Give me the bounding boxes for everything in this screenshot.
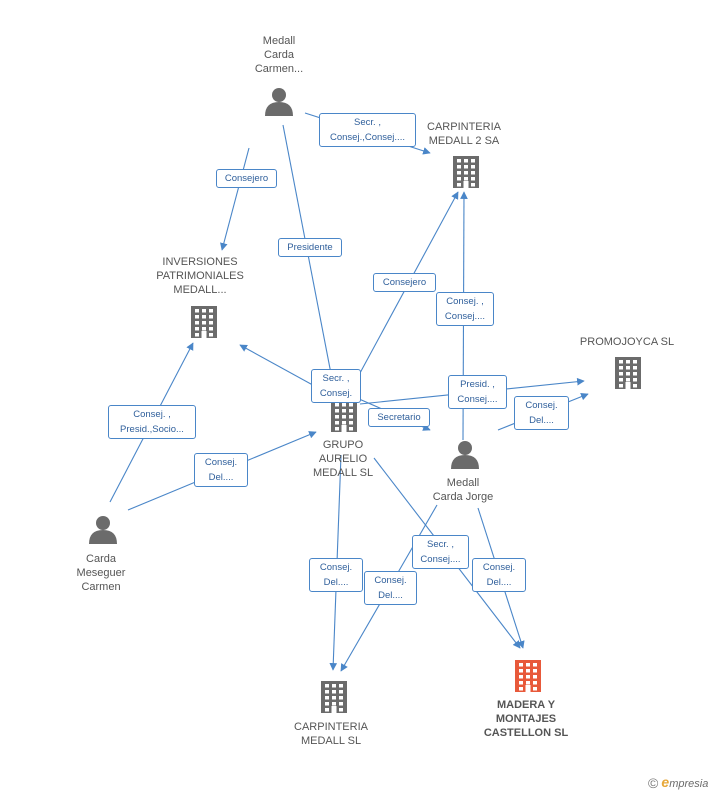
node-label-carpinteria-medall-2[interactable]: CARPINTERIA MEDALL 2 SA xyxy=(409,120,519,148)
node-label-line: MEDALL 2 SA xyxy=(428,135,500,147)
node-label-line: PATRIMONIALES xyxy=(156,270,244,282)
edge-label-line: Del.... xyxy=(378,590,403,601)
node-label-grupo-aurelio[interactable]: GRUPO AURELIO MEDALL SL xyxy=(298,438,388,480)
node-label-madera-montajes[interactable]: MADERA Y MONTAJES CASTELLON SL xyxy=(466,698,586,740)
edge-label-line: Consej. , xyxy=(133,409,171,420)
edge-label-e6[interactable]: Secr. , Consej. xyxy=(311,369,361,403)
edge-label-line: Consej.... xyxy=(420,554,461,565)
edge-label-line: Consej.... xyxy=(444,311,486,322)
node-label-inversiones[interactable]: INVERSIONES PATRIMONIALES MEDALL... xyxy=(145,255,255,297)
node-label-line: Medall xyxy=(262,35,296,47)
node-label-line: MEDALL... xyxy=(173,284,227,296)
building-icon-grupo-aurelio[interactable] xyxy=(331,400,357,432)
edge-label-e10[interactable]: Consej. , Presid.,Socio... xyxy=(108,405,196,439)
edge-label-line: Consej. xyxy=(319,562,353,573)
edge-label-line: Secr. , xyxy=(427,539,454,550)
node-label-line: CARPINTERIA xyxy=(427,121,501,133)
edge-label-line: Secr. , xyxy=(322,373,350,384)
edge-label-line: Consejero xyxy=(382,277,427,288)
edge-label-line: Secretario xyxy=(377,412,421,423)
building-icon-promojoyca[interactable] xyxy=(615,357,641,389)
node-label-line: Medall xyxy=(446,477,480,489)
brand-e: e xyxy=(661,774,670,790)
edge-label-line: Presid. , xyxy=(460,379,495,390)
node-label-line: MEDALL SL xyxy=(300,735,362,747)
edge-label-line: Consej. xyxy=(525,400,558,411)
edge-label-e8[interactable]: Secretario xyxy=(368,408,430,427)
edge-label-line: Consej. xyxy=(319,388,353,399)
empresia-logo[interactable]: © empresia xyxy=(648,774,708,791)
edge-label-e12[interactable]: Secr. , Consej.... xyxy=(412,535,469,569)
edge-label-e5[interactable]: Consej. , Consej.... xyxy=(436,292,494,326)
edge-label-e11[interactable]: Consej. Del.... xyxy=(194,453,248,487)
edge-label-e13[interactable]: Consej. Del.... xyxy=(309,558,363,592)
edge-label-line: Consej. xyxy=(374,575,407,586)
edge-label-e7[interactable]: Presid. , Consej.... xyxy=(448,375,507,409)
edge-label-line: Consejero xyxy=(224,173,269,184)
person-icon-medall-carda-jorge[interactable] xyxy=(451,441,479,469)
brand-rest: mpresia xyxy=(669,778,709,790)
edge-label-e3[interactable]: Presidente xyxy=(278,238,342,257)
node-label-promojoyca[interactable]: PROMOJOYCA SL xyxy=(572,335,682,349)
edge-label-e2[interactable]: Consejero xyxy=(216,169,277,188)
node-label-line: CARPINTERIA xyxy=(294,721,368,733)
node-label-line: GRUPO xyxy=(322,439,364,451)
building-icon-inversiones[interactable] xyxy=(191,306,217,338)
edge-label-e15[interactable]: Consej. Del.... xyxy=(472,558,526,592)
edge-label-line: Presidente xyxy=(287,242,333,253)
edge-label-line: Consej.... xyxy=(457,394,498,405)
edge-line-3 xyxy=(282,124,341,411)
person-icon-medall-carda-carmen[interactable] xyxy=(265,88,293,116)
edge-label-line: Secr. , xyxy=(354,117,381,128)
node-label-line: MEDALL SL xyxy=(312,467,374,479)
edge-label-line: Del.... xyxy=(323,577,349,588)
person-icon-carda-meseguer[interactable] xyxy=(89,516,117,544)
edge-label-line: Consej.,Consej.... xyxy=(330,132,405,143)
node-label-line: Carda Jorge xyxy=(432,491,494,503)
node-label-line: AURELIO xyxy=(318,453,368,465)
node-label-line: Carmen... xyxy=(254,63,304,75)
building-icon-carpinteria-medall-2[interactable] xyxy=(453,156,479,188)
node-label-line: Carmen xyxy=(81,581,121,593)
node-label-line: Meseguer xyxy=(76,567,126,579)
node-label-line: Carda xyxy=(86,553,116,565)
node-label-line: Carda xyxy=(264,49,294,61)
edge-label-line: Del.... xyxy=(529,415,554,426)
node-label-line: MONTAJES xyxy=(495,713,557,725)
edge-label-line: Del.... xyxy=(208,472,234,483)
edge-label-line: Del.... xyxy=(486,577,512,588)
node-label-line: CASTELLON SL xyxy=(483,727,569,739)
node-label-line: PROMOJOYCA SL xyxy=(579,336,675,348)
node-label-carpinteria-medall[interactable]: CARPINTERIA MEDALL SL xyxy=(276,720,386,748)
edge-label-e4[interactable]: Consejero xyxy=(373,273,436,292)
edge-label-e1[interactable]: Secr. , Consej.,Consej.... xyxy=(319,113,416,147)
edge-label-line: Consej. , xyxy=(446,296,484,307)
node-label-line: MADERA Y xyxy=(496,699,556,711)
edge-label-e14[interactable]: Consej. Del.... xyxy=(364,571,417,605)
edge-label-line: Presid.,Socio... xyxy=(120,424,184,435)
edge-label-line: Consej. xyxy=(204,457,238,468)
edge-label-line: Consej. xyxy=(482,562,516,573)
copyright-symbol: © xyxy=(648,775,659,791)
edge-label-e9[interactable]: Consej. Del.... xyxy=(514,396,569,430)
building-icon-madera-montajes[interactable] xyxy=(515,660,541,692)
building-icon-carpinteria-medall[interactable] xyxy=(321,681,347,713)
edge-line-2 xyxy=(220,147,250,251)
node-label-line: INVERSIONES xyxy=(162,256,238,268)
